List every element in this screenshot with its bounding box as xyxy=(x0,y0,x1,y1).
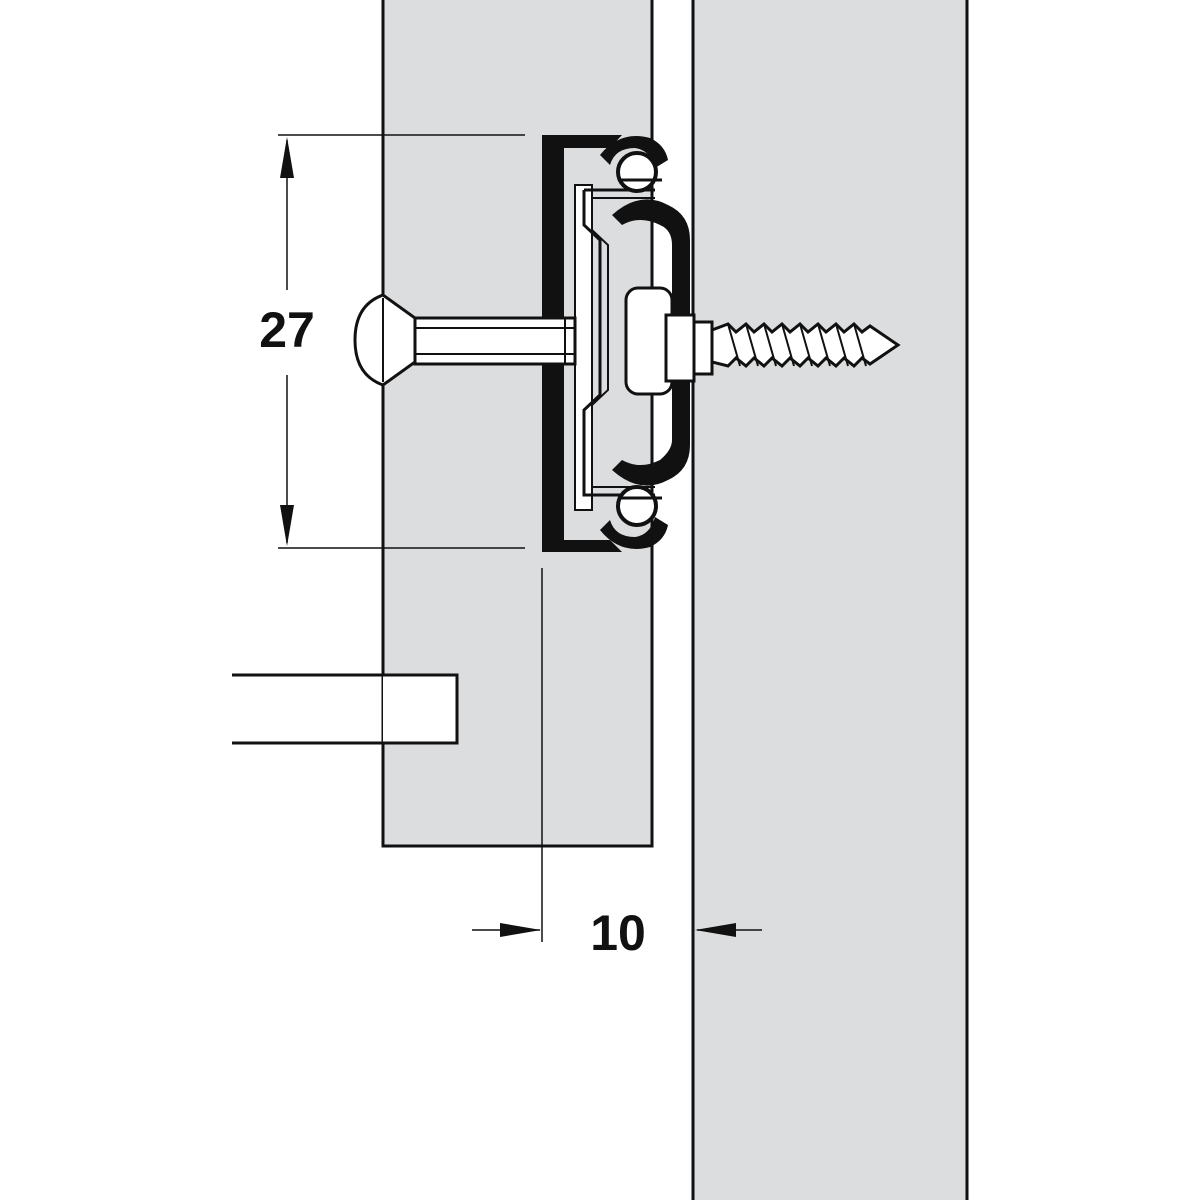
dimension-label-27: 27 xyxy=(259,302,315,358)
drawer-bolt xyxy=(353,293,577,387)
wood-screw xyxy=(664,313,901,383)
ball-bearing-top xyxy=(616,151,658,193)
arrow-up-icon xyxy=(280,137,294,178)
ball-bearing-bottom xyxy=(616,485,658,527)
cabinet-side-panel xyxy=(691,0,969,1200)
arrow-right-icon xyxy=(500,923,541,937)
drawer-bottom-panel xyxy=(232,673,459,745)
dimension-setback: 10 xyxy=(472,568,762,961)
dimension-label-10: 10 xyxy=(590,905,646,961)
slide-rail xyxy=(542,135,690,552)
arrow-down-icon xyxy=(280,505,294,546)
dimension-height: 27 xyxy=(259,134,525,549)
arrow-left-icon xyxy=(695,923,736,937)
